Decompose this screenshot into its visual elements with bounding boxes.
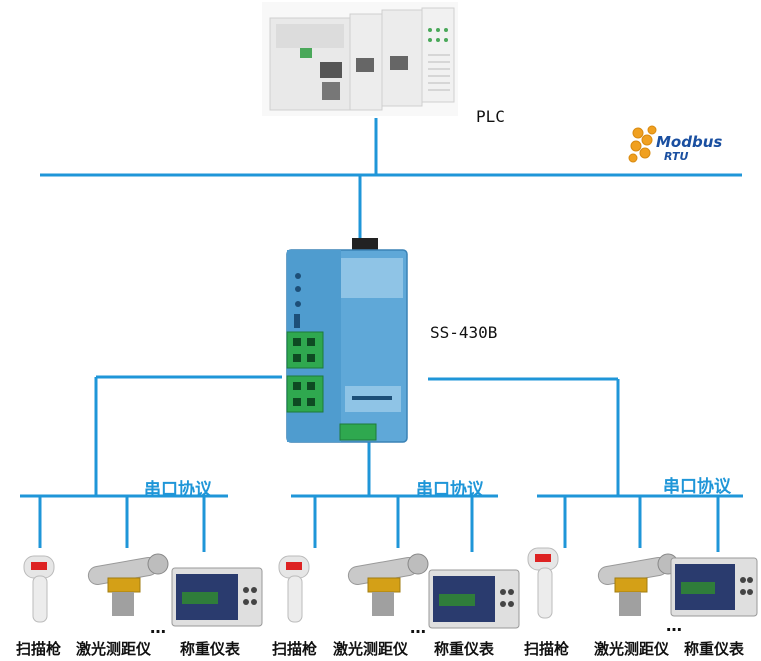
weighing-indicator-image — [428, 569, 520, 629]
barcode-scanner-image — [527, 547, 559, 619]
device-label-scanner-2: 扫描枪 — [272, 640, 318, 658]
device-group-2 — [278, 553, 520, 629]
device-label-scanner-1: 扫描枪 — [16, 640, 62, 658]
device-label-rangefinder-3: 激光测距仪 — [594, 640, 670, 658]
protocol-label-3: 串口协议 — [663, 477, 731, 497]
ellipsis-3: … — [666, 616, 683, 635]
modbus-logo — [628, 125, 657, 163]
laser-rangefinder-image — [597, 553, 679, 616]
device-group-1 — [23, 553, 263, 627]
laser-rangefinder-image — [347, 553, 429, 616]
barcode-scanner-image — [23, 555, 55, 623]
modbus-logo-subtext: RTU — [664, 150, 689, 163]
ellipsis-2: … — [410, 618, 427, 637]
device-label-scale-3: 称重仪表 — [684, 640, 745, 658]
device-label-scanner-3: 扫描枪 — [524, 640, 570, 658]
plc-device-image — [262, 2, 458, 116]
device-label-scale-1: 称重仪表 — [180, 640, 241, 658]
modbus-logo-text: Modbus — [656, 133, 723, 151]
barcode-scanner-image — [278, 555, 310, 623]
weighing-indicator-image — [171, 567, 263, 627]
protocol-label-1: 串口协议 — [144, 480, 212, 500]
protocol-label-2: 串口协议 — [416, 480, 484, 500]
plc-label: PLC — [476, 107, 505, 126]
gateway-device-image — [286, 238, 408, 443]
laser-rangefinder-image — [87, 553, 169, 616]
gateway-label: SS-430B — [430, 323, 498, 342]
device-label-scale-2: 称重仪表 — [434, 640, 495, 658]
device-label-rangefinder-2: 激光测距仪 — [333, 640, 409, 658]
weighing-indicator-image — [670, 557, 758, 617]
device-label-rangefinder-1: 激光测距仪 — [76, 640, 152, 658]
ellipsis-1: … — [150, 618, 167, 637]
device-group-3 — [527, 547, 758, 619]
